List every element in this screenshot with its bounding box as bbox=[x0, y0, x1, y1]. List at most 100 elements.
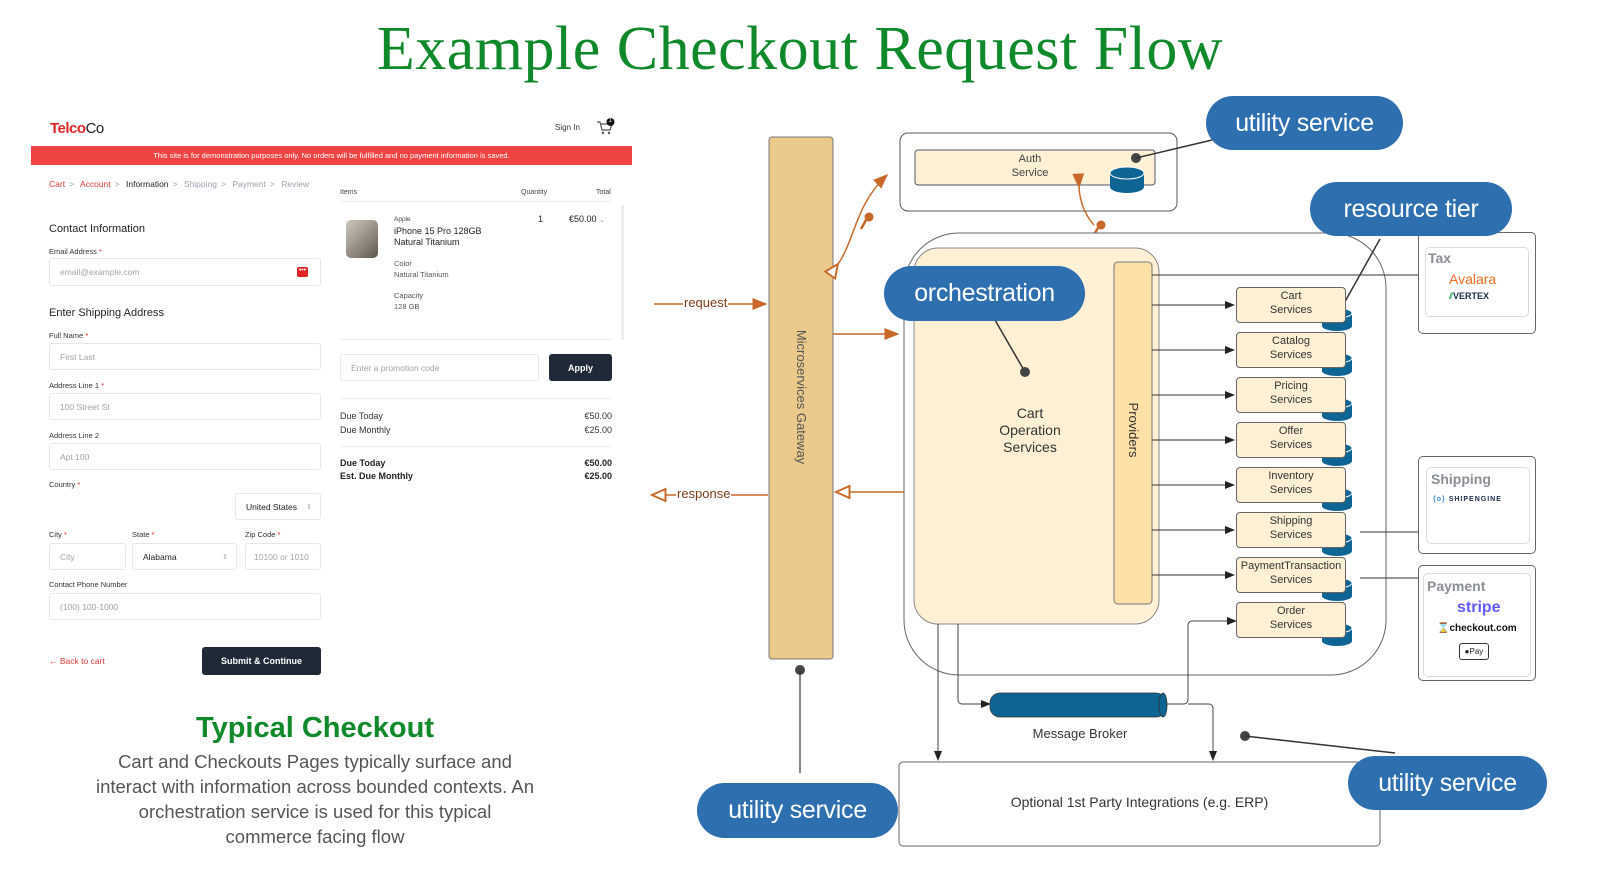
service-box-shipping: Shipping Services bbox=[1236, 512, 1346, 548]
phone-label: Contact Phone Number bbox=[49, 580, 128, 589]
country-value: United States bbox=[246, 501, 298, 512]
email-label: Email Address * bbox=[49, 247, 102, 256]
key-icon bbox=[859, 212, 874, 230]
anchor-dot bbox=[1020, 367, 1030, 377]
zip-label: Zip Code * bbox=[245, 530, 281, 539]
col-total: Total bbox=[596, 189, 611, 196]
total-monthly-label: Est. Due Monthly bbox=[340, 471, 414, 481]
breadcrumb-shipping: Shipping bbox=[183, 179, 217, 189]
service-box-paymenttransaction: PaymentTransaction Services bbox=[1236, 557, 1346, 593]
phone-field[interactable]: (100) 100-1000 bbox=[49, 593, 321, 620]
due-today-value: €50.00 bbox=[584, 411, 612, 421]
breadcrumb-payment: Payment bbox=[232, 179, 266, 189]
page-title: Example Checkout Request Flow bbox=[376, 15, 1224, 83]
address1-label: Address Line 1 * bbox=[49, 381, 105, 390]
breadcrumb-review: Review bbox=[281, 179, 310, 189]
callout-resource-tier: resource tier bbox=[1310, 182, 1512, 236]
service-box-order: Order Services bbox=[1236, 602, 1346, 638]
microservices-gateway bbox=[768, 136, 834, 660]
zip-field[interactable]: 10100 or 1010 bbox=[245, 543, 321, 570]
breadcrumb: Cart> Account> Information> Shipping> Pa… bbox=[49, 179, 310, 189]
service-box-catalog: Catalog Services bbox=[1236, 332, 1346, 368]
promo-code-input[interactable]: Enter a promotion code bbox=[340, 354, 539, 381]
total-today-value: €50.00 bbox=[584, 458, 612, 468]
callout-utility-service-top: utility service bbox=[1206, 96, 1403, 150]
item-brand: Apple bbox=[394, 216, 411, 223]
city-field[interactable]: City bbox=[49, 543, 126, 570]
back-to-cart-link[interactable]: ← Back to cart bbox=[49, 656, 105, 666]
avalara-logo: Avalara bbox=[1449, 271, 1497, 287]
address1-field[interactable]: 100 Street St bbox=[49, 393, 321, 420]
service-arrows bbox=[1152, 301, 1235, 579]
country-label: Country * bbox=[49, 480, 81, 489]
apply-button[interactable]: Apply bbox=[549, 354, 612, 381]
service-box-offer: Offer Services bbox=[1236, 422, 1346, 458]
auth-providers-arrow bbox=[1072, 173, 1095, 226]
breadcrumb-information: Information bbox=[126, 179, 169, 189]
callout-line bbox=[1135, 139, 1213, 159]
tax-title: Tax bbox=[1428, 250, 1452, 266]
total-monthly-value: €25.00 bbox=[584, 471, 612, 481]
item-name-line2: Natural Titanium bbox=[394, 237, 460, 247]
cart-button[interactable]: 1 bbox=[596, 118, 616, 136]
stripe-logo: stripe bbox=[1457, 599, 1501, 616]
providers-label: Providers bbox=[1126, 402, 1141, 458]
sign-in-link[interactable]: Sign In bbox=[555, 123, 580, 132]
select-arrows-icon: ⇕ bbox=[222, 553, 228, 561]
service-box-pricing: Pricing Services bbox=[1236, 377, 1346, 413]
callout-orchestration: orchestration bbox=[884, 266, 1085, 321]
col-quantity: Quantity bbox=[521, 189, 548, 196]
integrations-label: Optional 1st Party Integrations (e.g. ER… bbox=[1010, 794, 1269, 810]
message-broker bbox=[989, 692, 1168, 718]
message-broker-label: Message Broker bbox=[1032, 726, 1128, 741]
order-scrollbar[interactable] bbox=[621, 205, 624, 340]
service-box-inventory: Inventory Services bbox=[1236, 467, 1346, 503]
country-select[interactable]: United States ⇕ bbox=[235, 493, 321, 520]
due-monthly-value: €25.00 bbox=[584, 425, 612, 435]
arrow-left-icon: ← bbox=[49, 656, 58, 666]
brand-logo[interactable]: TelcoCo bbox=[50, 120, 104, 137]
shipping-title: Shipping bbox=[1431, 471, 1491, 487]
breadcrumb-account[interactable]: Account bbox=[79, 179, 111, 189]
response-label: response bbox=[676, 486, 732, 501]
database-icon bbox=[1109, 166, 1145, 193]
address2-label: Address Line 2 bbox=[49, 431, 100, 440]
address2-field[interactable]: Apt 100 bbox=[49, 443, 321, 470]
select-arrows-icon: ⇕ bbox=[306, 503, 312, 511]
due-monthly-label: Due Monthly bbox=[340, 425, 391, 435]
item-price[interactable]: €50.00 ⌄ bbox=[569, 214, 605, 224]
fullname-field[interactable]: First Last bbox=[49, 343, 321, 370]
password-manager-icon[interactable]: ••• bbox=[297, 267, 308, 277]
request-label: request bbox=[683, 295, 729, 310]
cart-icon bbox=[597, 118, 615, 135]
state-select[interactable]: Alabama ⇕ bbox=[132, 543, 237, 570]
cart-count-badge: 1 bbox=[608, 118, 612, 124]
apple-pay-logo: ●Pay bbox=[1459, 643, 1489, 660]
total-today-label: Due Today bbox=[340, 458, 386, 468]
vertex-logo: ⫽VERTEX bbox=[1449, 291, 1490, 301]
email-field[interactable]: email@example.com ••• bbox=[49, 258, 321, 286]
callout-line bbox=[1341, 238, 1381, 308]
brand-logo-part-2: Co bbox=[85, 120, 105, 137]
apple-icon: ● bbox=[1464, 647, 1470, 656]
broker-to-integrations-arrow bbox=[1188, 703, 1217, 761]
item-name-line1: iPhone 15 Pro 128GB bbox=[394, 226, 482, 236]
providers-bar bbox=[1113, 261, 1153, 605]
checkout-mark-icon: ⌛ bbox=[1437, 623, 1450, 634]
shipping-provider-box: Shipping {o} SHIPENGINE bbox=[1418, 456, 1536, 554]
state-value: Alabama bbox=[143, 551, 177, 562]
breadcrumb-cart[interactable]: Cart bbox=[49, 179, 66, 189]
callout-line bbox=[994, 319, 1026, 373]
color-value: Natural Titanium bbox=[394, 270, 449, 279]
orch-to-broker-arrow bbox=[957, 624, 991, 708]
divider bbox=[340, 201, 612, 202]
shipping-heading: Enter Shipping Address bbox=[49, 307, 164, 319]
col-items: Items bbox=[340, 189, 358, 196]
submit-continue-button[interactable]: Submit & Continue bbox=[202, 647, 321, 675]
caption-title: Typical Checkout bbox=[196, 712, 434, 744]
divider bbox=[340, 446, 612, 447]
orchestration-box bbox=[913, 247, 1160, 625]
state-label: State * bbox=[132, 530, 155, 539]
divider bbox=[340, 339, 612, 340]
capacity-value: 128 GB bbox=[394, 302, 420, 311]
